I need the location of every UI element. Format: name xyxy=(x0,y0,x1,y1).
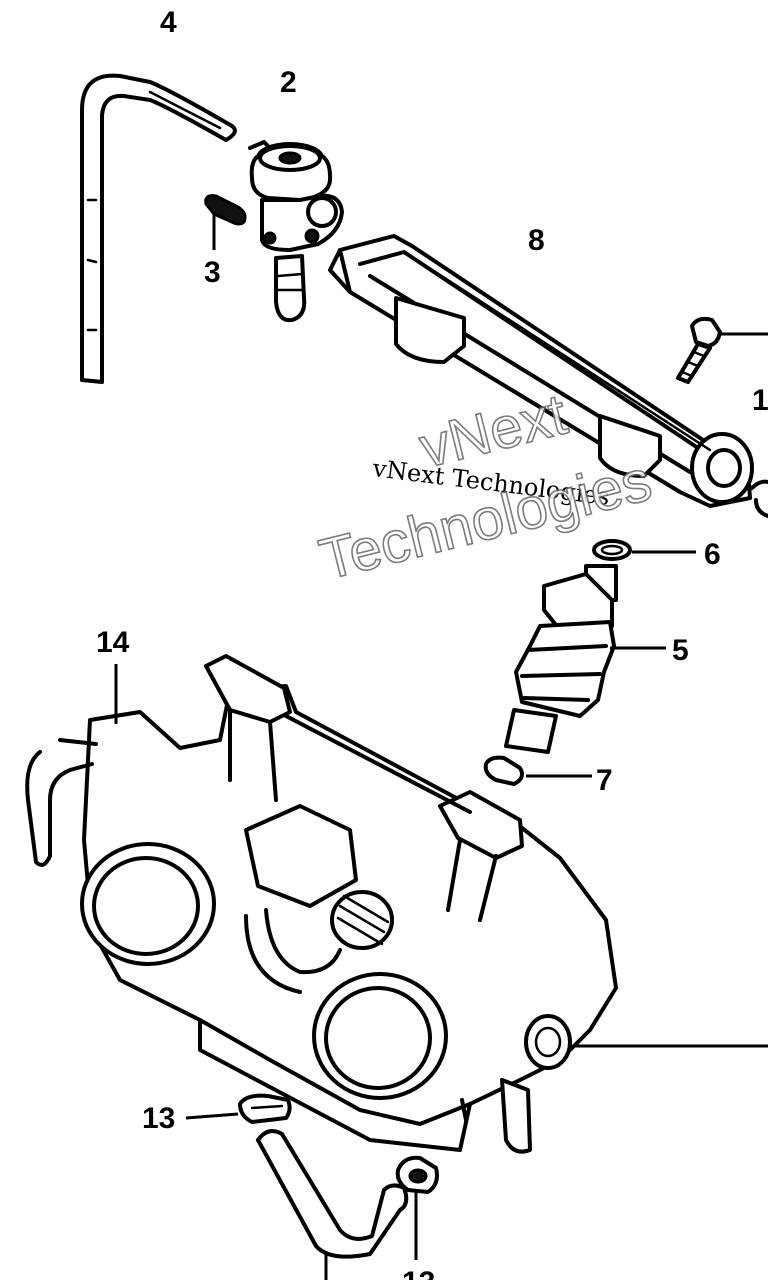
pressure-regulator xyxy=(248,140,344,323)
callout-3: 3 xyxy=(204,256,221,289)
injector-seal xyxy=(483,755,592,786)
fuel-injector xyxy=(504,564,666,754)
regulator-bolt xyxy=(204,194,247,250)
callout-8: 8 xyxy=(528,224,545,257)
fuel-hose xyxy=(80,73,237,384)
hose-clip-right xyxy=(395,1155,439,1260)
fuel-rail xyxy=(328,234,754,508)
callout-7: 7 xyxy=(596,764,613,797)
o-ring-upper xyxy=(592,539,696,561)
callout-14: 14 xyxy=(96,626,130,659)
callout-6: 6 xyxy=(704,538,721,571)
rail-bolt xyxy=(676,316,768,518)
coolant-hose xyxy=(256,1129,409,1280)
callout-4: 4 xyxy=(160,6,177,39)
watermark-big-line1: vNext xyxy=(413,382,573,481)
callout-5: 5 xyxy=(672,634,689,667)
callout-1: 1 xyxy=(752,384,768,417)
throttle-body xyxy=(25,654,768,1154)
callout-13-left: 13 xyxy=(142,1102,175,1135)
callout-13-bottom: 13 xyxy=(402,1266,435,1280)
callout-2: 2 xyxy=(280,66,297,99)
hose-clip-left xyxy=(185,1093,292,1124)
